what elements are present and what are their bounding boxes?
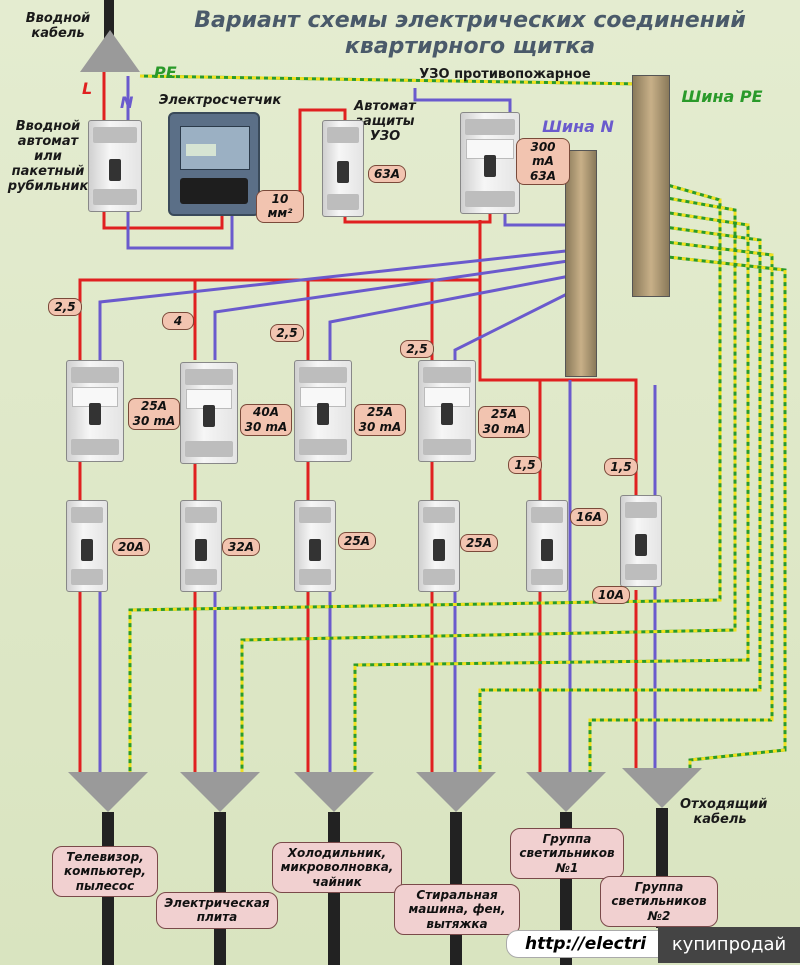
n-bus <box>565 150 597 377</box>
breaker-4-rating: 25A <box>460 534 498 553</box>
dest-2: Электрическая плита <box>156 892 278 929</box>
rcd-1-amp: 25A <box>141 399 167 413</box>
fire-rcd-label: УЗО противопожарное <box>419 67 591 82</box>
input-breaker-label: Вводной автомат или пакетный рубильник <box>7 119 89 194</box>
fire-rcd <box>460 112 520 214</box>
bus-pe-label: Шина PE <box>681 87 763 106</box>
rcd-3-ma: 30 mA <box>358 420 402 434</box>
neutral-wires <box>98 76 657 780</box>
breaker-4 <box>418 500 460 592</box>
breaker-2 <box>180 500 222 592</box>
tag-63a: 63A <box>368 165 406 184</box>
label-l: L <box>82 79 93 98</box>
label-pe: PE <box>154 63 177 82</box>
breaker-5-rating: 16A <box>570 508 608 527</box>
tag-wire-4: 4 <box>162 312 194 331</box>
input-breaker <box>88 120 142 212</box>
rcd-breaker-label: Автомат защиты УЗО <box>354 99 416 144</box>
rcd-4 <box>418 360 476 462</box>
breaker-3-rating: 25A <box>338 532 376 551</box>
tag-wire-2-5-a: 2,5 <box>48 298 82 317</box>
tag-10mm: 10 мм² <box>256 190 304 223</box>
rcd-4-ma: 30 mA <box>482 422 526 436</box>
breaker-3 <box>294 500 336 592</box>
dest-3: Холодильник, микроволновка, чайник <box>272 842 402 894</box>
breaker-1-rating: 20A <box>112 538 150 557</box>
pe-wires <box>139 74 641 86</box>
title-line-1: Вариант схемы электрических соединений <box>194 8 746 33</box>
rcd-1-ma: 30 mA <box>132 414 176 428</box>
breaker-5 <box>526 500 568 592</box>
meter-label: Электросчетчик <box>158 93 282 108</box>
tag-fire-rcd: 300 mA 63A <box>516 138 570 186</box>
rcd-protection-breaker <box>322 120 364 217</box>
rcd-3-amp: 25A <box>367 405 393 419</box>
bus-n-label: Шина N <box>542 117 614 136</box>
pe-drops <box>128 178 787 780</box>
input-cable-label: Вводной кабель <box>25 11 91 41</box>
title-line-2: квартирного щитка <box>344 34 596 60</box>
footer-badge[interactable]: купипродай <box>658 927 800 963</box>
breaker-6 <box>620 495 662 587</box>
input-cable-core <box>104 0 114 50</box>
rcd-2 <box>180 362 238 464</box>
dest-6: Группа светильников №2 <box>600 876 718 928</box>
rcd-2-ma: 30 mA <box>244 420 288 434</box>
dest-4: Стиральная машина, фен, вытяжка <box>394 884 520 936</box>
tag-wire-1-5-b: 1,5 <box>604 458 638 477</box>
rcd-2-amp: 40A <box>253 405 279 419</box>
breaker-1 <box>66 500 108 592</box>
diagram-title: Вариант схемы электрических соединений к… <box>150 8 790 61</box>
input-cable-funnel <box>80 30 140 72</box>
out-cables <box>68 768 702 965</box>
rcd-1 <box>66 360 124 462</box>
tag-wire-1-5-a: 1,5 <box>508 456 542 475</box>
rcd-4-amp: 25A <box>491 407 517 421</box>
breaker-2-rating: 32A <box>222 538 260 557</box>
out-cable-label: Отходящий кабель <box>680 797 768 827</box>
pe-bus <box>632 75 670 297</box>
dest-5: Группа светильников №1 <box>510 828 624 880</box>
tag-wire-2-5-c: 2,5 <box>400 340 434 359</box>
rcd-3 <box>294 360 352 462</box>
tag-wire-2-5-b: 2,5 <box>270 324 304 343</box>
breaker-6-rating: 10A <box>592 586 630 605</box>
dest-1: Телевизор, компьютер, пылесос <box>52 846 158 898</box>
footer-url[interactable]: http://electri <box>506 930 676 958</box>
electricity-meter <box>168 112 260 216</box>
label-n: N <box>120 93 134 112</box>
